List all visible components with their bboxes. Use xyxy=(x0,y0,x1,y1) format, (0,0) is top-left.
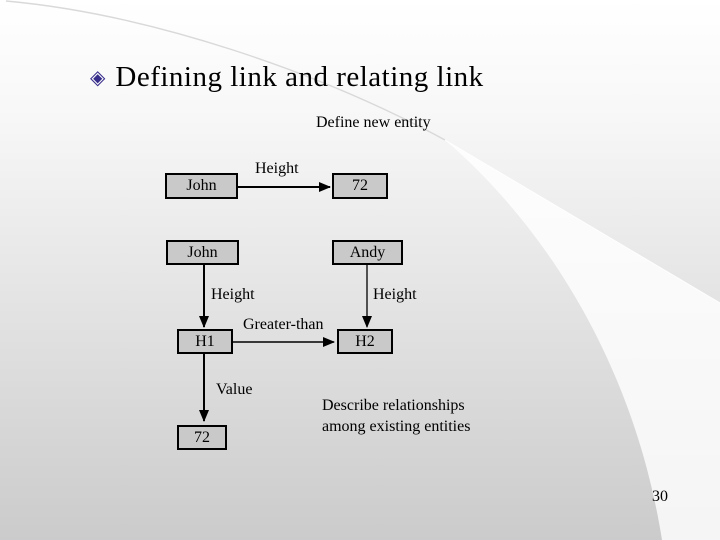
link-label-height-3: Height xyxy=(373,286,417,303)
entity-box-h1: H1 xyxy=(177,329,233,354)
caption-describe-line-1: Describe relationships xyxy=(322,397,465,414)
diamond-bullet-icon: ◈ xyxy=(90,65,106,89)
entity-box-72-top: 72 xyxy=(332,173,388,199)
page-number: 30 xyxy=(652,488,668,505)
swoosh-band-shape xyxy=(445,140,720,540)
caption-describe-relationships: Describe relationships among existing en… xyxy=(322,395,470,437)
link-label-value: Value xyxy=(216,381,253,398)
title-row: ◈ Defining link and relating link xyxy=(90,60,484,94)
entity-box-john-2: John xyxy=(166,240,239,265)
link-label-height-2: Height xyxy=(211,286,255,303)
slide-title: Defining link and relating link xyxy=(115,61,484,93)
entity-box-72-bottom: 72 xyxy=(177,425,227,450)
swoosh-upper-edge xyxy=(444,139,720,304)
entity-box-john-1: John xyxy=(165,173,238,199)
link-label-height-1: Height xyxy=(255,160,299,177)
caption-describe-line-2: among existing entities xyxy=(322,418,471,435)
link-label-greater-than: Greater-than xyxy=(243,316,324,333)
entity-box-h2: H2 xyxy=(337,329,393,354)
entity-box-andy: Andy xyxy=(332,240,403,265)
caption-define-new-entity: Define new entity xyxy=(316,114,431,131)
